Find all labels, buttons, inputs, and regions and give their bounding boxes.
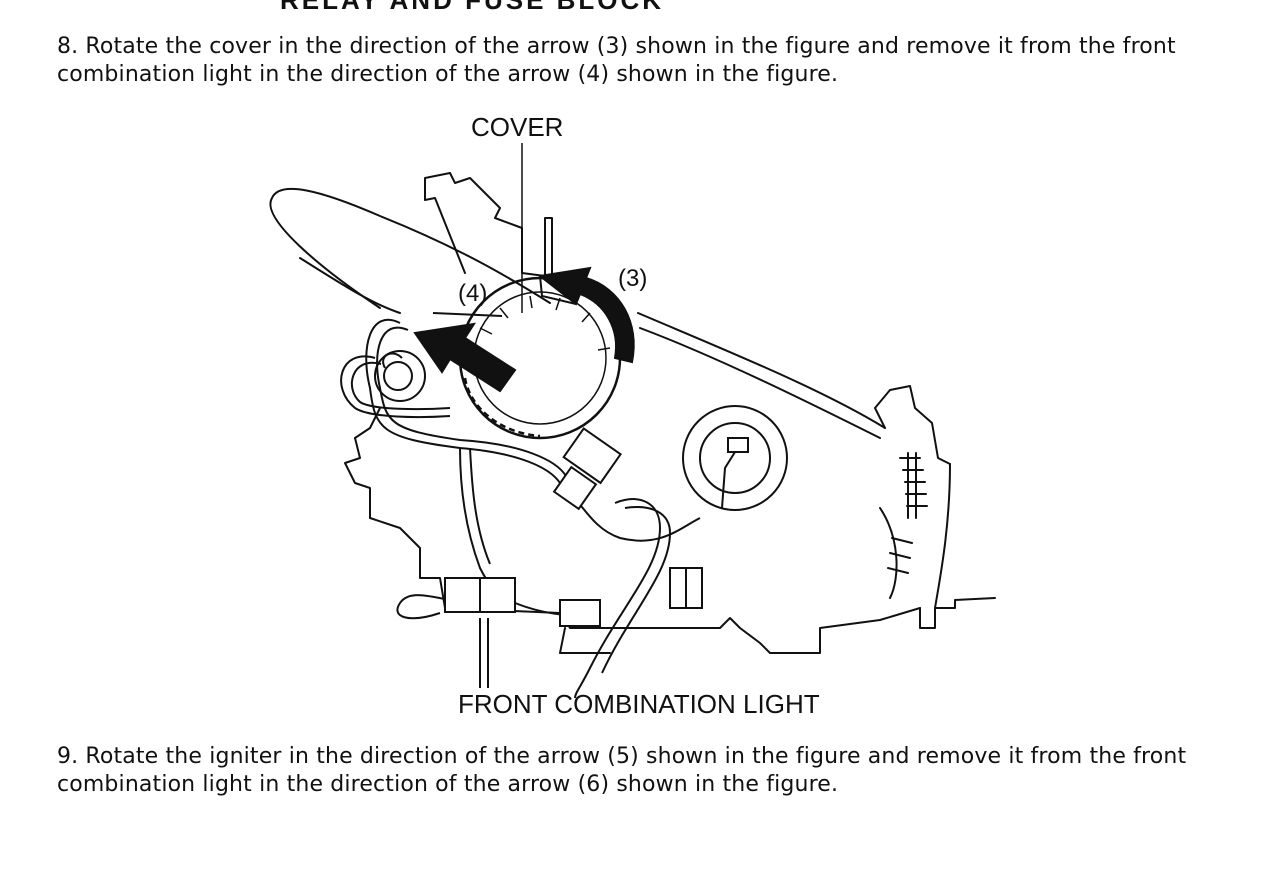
arrow-4-icon <box>413 312 517 393</box>
arrow-3-label: (3) <box>618 265 647 292</box>
step-8-instruction: 8. Rotate the cover in the direction of … <box>57 34 1176 87</box>
cover-label: COVER <box>471 112 563 142</box>
wiring-harness <box>340 318 701 699</box>
arrow-4-label: (4) <box>458 280 487 307</box>
arrow-3-icon <box>537 266 635 364</box>
clipped-section-heading: RELAY AND FUSE BLOCK <box>280 0 665 15</box>
side-bulb-socket <box>374 350 426 402</box>
harness-connectors <box>444 427 703 627</box>
step-9-instruction: 9. Rotate the igniter in the direction o… <box>57 744 1187 797</box>
headlight-illustration: COVER (3) (4) FRONT COMBINATION LIGHT <box>269 112 996 719</box>
figure-caption: FRONT COMBINATION LIGHT <box>458 689 820 719</box>
igniter-socket <box>682 405 788 511</box>
front-combination-light-figure: COVER (3) (4) FRONT COMBINATION LIGHT <box>260 108 1020 728</box>
headlight-housing-outline <box>269 172 996 654</box>
